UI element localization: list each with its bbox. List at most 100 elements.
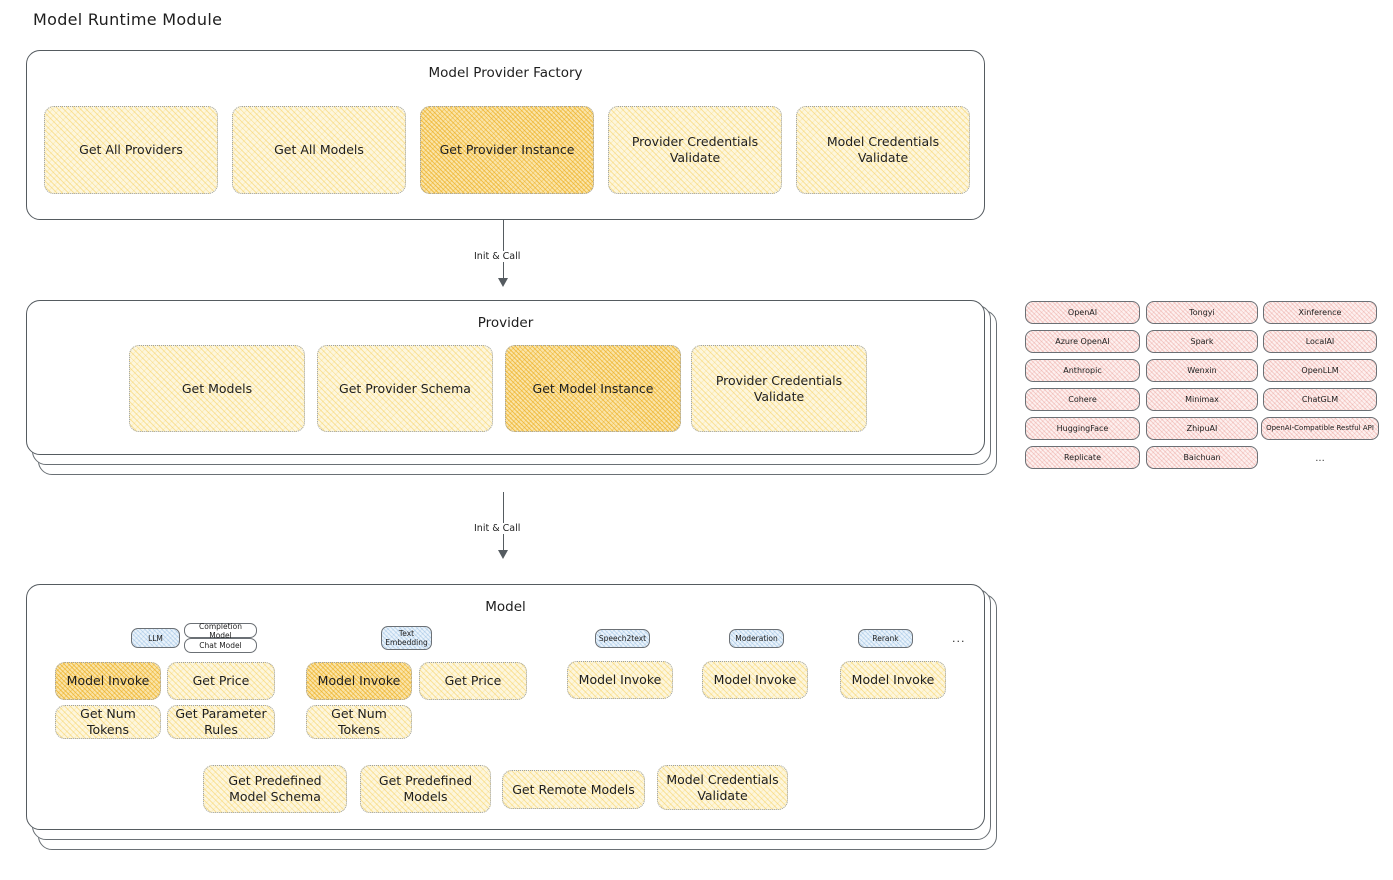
provider-chip-label: Xinference <box>1298 307 1342 317</box>
arrow-provider-to-model-label: Init & Call <box>471 523 524 534</box>
model-subtype-badge-label: Completion Model <box>199 621 242 640</box>
provider-chip-label: Spark <box>1190 336 1214 346</box>
provider-box-get-models[interactable]: Get Models <box>129 345 305 432</box>
model-method-text-embedding-get-price[interactable]: Get Price <box>419 662 527 700</box>
provider-chip-label: Minimax <box>1185 394 1219 404</box>
model-types-more-ellipsis: ... <box>952 632 966 645</box>
provider-chip-replicate[interactable]: Replicate <box>1025 446 1140 469</box>
provider-box-get-model-instance[interactable]: Get Model Instance <box>505 345 681 432</box>
model-type-badge-text-embedding[interactable]: Text Embedding <box>381 626 432 650</box>
factory-box-model-credentials-validate[interactable]: Model Credentials Validate <box>796 106 970 194</box>
provider-chip-label: Replicate <box>1063 452 1101 462</box>
model-type-badge-moderation[interactable]: Moderation <box>729 629 784 648</box>
provider-chip-openai-compatible-restful-api[interactable]: OpenAI-Compatible Restful API <box>1261 417 1379 440</box>
arrow-factory-to-provider-label: Init & Call <box>471 251 524 262</box>
arrow-provider-to-model-head <box>498 550 508 559</box>
model-shared-method-get-predefined-models[interactable]: Get Predefined Models <box>360 765 491 813</box>
model-method-label: Model Invoke <box>578 672 662 688</box>
provider-chip-label: Tongyi <box>1189 307 1215 317</box>
provider-box-label: Get Model Instance <box>532 380 654 396</box>
factory-box-provider-credentials-validate[interactable]: Provider Credentials Validate <box>608 106 782 194</box>
provider-box-label: Get Models <box>181 380 253 396</box>
model-method-llm-model-invoke[interactable]: Model Invoke <box>55 662 161 700</box>
factory-box-label: Get All Providers <box>79 142 183 158</box>
model-method-label: Get Parameter Rules <box>175 706 267 737</box>
model-method-llm-get-price[interactable]: Get Price <box>167 662 275 700</box>
provider-chip-huggingface[interactable]: HuggingFace <box>1025 417 1140 440</box>
provider-chip-label: LocalAI <box>1305 336 1335 346</box>
factory-box-get-all-providers[interactable]: Get All Providers <box>44 106 218 194</box>
provider-chip-label: ZhipuAI <box>1186 423 1218 433</box>
provider-chip-zhipuai[interactable]: ZhipuAI <box>1146 417 1258 440</box>
provider-chip-label: OpenAI-Compatible Restful API <box>1266 424 1374 433</box>
provider-list-more-ellipsis: ... <box>1315 452 1325 464</box>
model-subtype-badge-chat-model[interactable]: Chat Model <box>184 638 257 653</box>
model-method-text-embedding-get-num-tokens[interactable]: Get Num Tokens <box>306 705 412 739</box>
model-title: Model <box>485 599 526 615</box>
provider-chip-label: ChatGLM <box>1301 394 1339 404</box>
provider-chip-xinference[interactable]: Xinference <box>1263 301 1377 324</box>
model-type-badge-speech2text[interactable]: Speech2text <box>595 629 650 648</box>
model-method-label: Get Num Tokens <box>80 706 136 737</box>
model-shared-method-label: Get Remote Models <box>512 781 635 797</box>
model-type-badge-label: Speech2text <box>598 634 647 643</box>
model-method-label: Model Invoke <box>66 673 150 689</box>
factory-box-label: Get All Models <box>274 142 364 158</box>
provider-chip-label: Cohere <box>1068 394 1097 404</box>
model-method-moderation-model-invoke[interactable]: Model Invoke <box>702 661 808 699</box>
provider-chip-cohere[interactable]: Cohere <box>1025 388 1140 411</box>
page-title: Model Runtime Module <box>33 10 223 29</box>
model-shared-method-label: Get Predefined Model Schema <box>228 773 322 804</box>
model-method-rerank-model-invoke[interactable]: Model Invoke <box>840 661 946 699</box>
model-method-label: Get Price <box>192 673 250 689</box>
model-shared-method-model-credentials-validate[interactable]: Model Credentials Validate <box>657 765 788 810</box>
provider-box-label: Get Provider Schema <box>339 380 471 396</box>
provider-chip-chatglm[interactable]: ChatGLM <box>1263 388 1377 411</box>
provider-title: Provider <box>477 315 534 331</box>
provider-chip-spark[interactable]: Spark <box>1146 330 1258 353</box>
model-method-llm-get-parameter-rules[interactable]: Get Parameter Rules <box>167 705 275 739</box>
provider-chip-label: Anthropic <box>1063 365 1102 375</box>
model-type-badge-label: Rerank <box>872 634 899 643</box>
provider-chip-label: OpenLLM <box>1301 365 1339 375</box>
factory-box-get-all-models[interactable]: Get All Models <box>232 106 406 194</box>
model-type-badge-rerank[interactable]: Rerank <box>858 629 913 648</box>
model-type-badge-llm[interactable]: LLM <box>131 628 180 648</box>
factory-box-label: Get Provider Instance <box>439 142 575 158</box>
provider-chip-openai[interactable]: OpenAI <box>1025 301 1140 324</box>
model-shared-method-label: Get Predefined Models <box>378 773 473 804</box>
provider-chip-label: Wenxin <box>1187 365 1217 375</box>
factory-box-label: Model Credentials Validate <box>826 134 940 165</box>
model-method-speech2text-model-invoke[interactable]: Model Invoke <box>567 661 673 699</box>
factory-box-label: Provider Credentials Validate <box>631 134 759 165</box>
model-shared-method-get-predefined-model-schema[interactable]: Get Predefined Model Schema <box>203 765 347 813</box>
provider-chip-tongyi[interactable]: Tongyi <box>1146 301 1258 324</box>
provider-chip-minimax[interactable]: Minimax <box>1146 388 1258 411</box>
model-method-text-embedding-model-invoke[interactable]: Model Invoke <box>306 662 412 700</box>
provider-chip-openllm[interactable]: OpenLLM <box>1263 359 1377 382</box>
provider-box-label: Provider Credentials Validate <box>715 372 843 404</box>
provider-chip-azure-openai[interactable]: Azure OpenAI <box>1025 330 1140 353</box>
arrow-factory-to-provider-head <box>498 278 508 287</box>
provider-chip-label: HuggingFace <box>1056 423 1109 433</box>
provider-chip-localai[interactable]: LocalAI <box>1263 330 1377 353</box>
provider-box-get-provider-schema[interactable]: Get Provider Schema <box>317 345 493 432</box>
model-type-badge-label: LLM <box>148 633 163 643</box>
model-method-label: Model Invoke <box>317 673 401 689</box>
model-subtype-badge-completion-model[interactable]: Completion Model <box>184 621 257 640</box>
provider-box-provider-credentials-validate[interactable]: Provider Credentials Validate <box>691 345 867 432</box>
provider-chip-anthropic[interactable]: Anthropic <box>1025 359 1140 382</box>
model-type-badge-label: Moderation <box>735 634 778 643</box>
provider-chip-label: OpenAI <box>1067 307 1098 317</box>
model-method-llm-get-num-tokens[interactable]: Get Num Tokens <box>55 705 161 739</box>
model-method-label: Model Invoke <box>713 672 797 688</box>
model-method-label: Get Num Tokens <box>331 706 387 737</box>
provider-chip-baichuan[interactable]: Baichuan <box>1146 446 1258 469</box>
provider-chip-wenxin[interactable]: Wenxin <box>1146 359 1258 382</box>
model-method-label: Model Invoke <box>851 672 935 688</box>
model-shared-method-get-remote-models[interactable]: Get Remote Models <box>502 770 645 809</box>
factory-box-get-provider-instance[interactable]: Get Provider Instance <box>420 106 594 194</box>
model-method-label: Get Price <box>444 673 502 689</box>
model-provider-factory-title: Model Provider Factory <box>428 65 583 81</box>
